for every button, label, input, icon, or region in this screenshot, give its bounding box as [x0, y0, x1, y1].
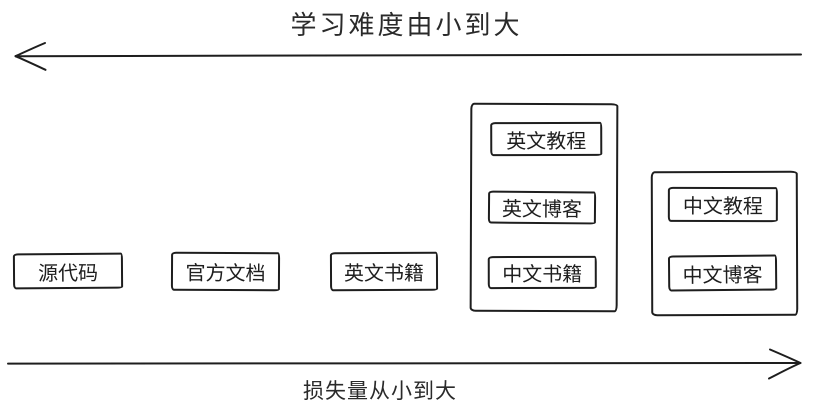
box-chinese-blog-label: 中文博客 [682, 264, 763, 287]
right-arrow-icon [7, 348, 802, 380]
box-chinese-tutorial-label: 中文教程 [682, 195, 763, 219]
top-axis-label: 学习难度由小到大 [290, 10, 523, 40]
box-english-books-label: 英文书籍 [343, 262, 425, 286]
arrow-barb-lower [768, 362, 802, 380]
arrow-shaft [15, 53, 802, 58]
box-english-blog-label: 英文博客 [501, 198, 583, 222]
box-official-docs: 官方文档 [170, 251, 281, 292]
arrow-barb-upper [14, 42, 46, 58]
box-chinese-books-label: 中文书籍 [502, 263, 583, 287]
box-source-code: 源代码 [12, 252, 124, 290]
group-box-english: 英文教程 英文博客 中文书籍 [469, 102, 619, 313]
arrow-barb-lower [14, 55, 47, 71]
box-source-code-label: 源代码 [37, 262, 99, 285]
box-chinese-blog: 中文博客 [667, 254, 778, 292]
group-box-chinese: 中文教程 中文博客 [650, 170, 799, 317]
box-chinese-tutorial: 中文教程 [667, 186, 778, 223]
left-arrow-icon [14, 42, 802, 71]
box-official-docs-label: 官方文档 [185, 262, 266, 286]
box-chinese-books: 中文书籍 [487, 255, 597, 290]
box-english-books: 英文书籍 [329, 251, 439, 292]
bottom-axis-label: 损失量从小到大 [303, 380, 457, 403]
box-english-tutorial-label: 英文教程 [506, 130, 587, 153]
arrow-barb-upper [769, 348, 802, 364]
box-english-blog: 英文博客 [487, 190, 597, 225]
box-english-tutorial: 英文教程 [490, 121, 603, 157]
arrow-shaft [7, 362, 801, 365]
